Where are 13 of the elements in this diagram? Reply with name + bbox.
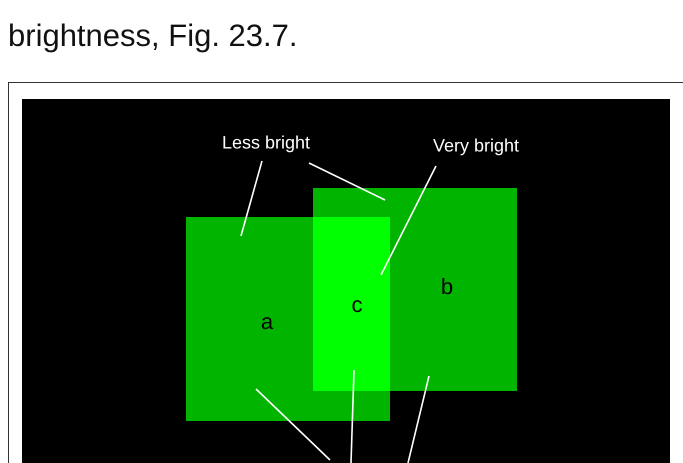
overlap-region <box>313 217 390 391</box>
region-letter: a <box>260 311 274 333</box>
leader-line <box>308 162 386 201</box>
callout-label: Less bright <box>222 132 310 154</box>
leader-line <box>240 160 263 236</box>
callout-label: Very bright <box>432 136 520 156</box>
region-letter: c <box>352 294 362 316</box>
leader-line <box>407 376 430 463</box>
leader-line <box>380 166 437 276</box>
region-letter: b <box>440 276 454 298</box>
caption-text: brightness, Fig. 23.7. <box>8 18 298 54</box>
leader-line <box>255 388 331 461</box>
leader-line <box>350 370 355 463</box>
